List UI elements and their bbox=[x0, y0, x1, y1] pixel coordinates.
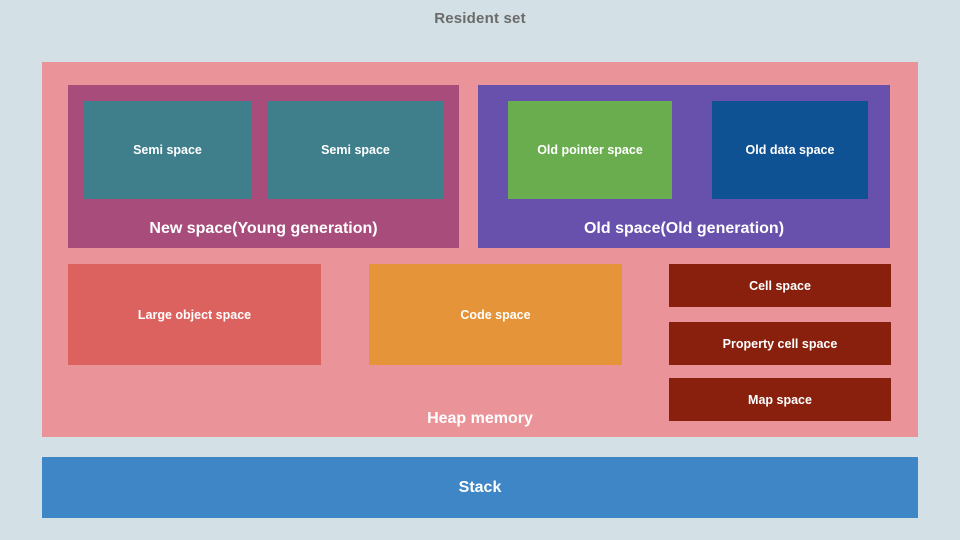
cell-space-box: Cell space bbox=[669, 264, 891, 307]
code-space-box: Code space bbox=[369, 264, 622, 365]
property-cell-space-box: Property cell space bbox=[669, 322, 891, 365]
page-title: Resident set bbox=[434, 10, 526, 27]
new-space-label: New space(Young generation) bbox=[149, 220, 378, 237]
heap-memory-label: Heap memory bbox=[427, 410, 533, 427]
large-object-space-box: Large object space bbox=[68, 264, 321, 365]
old-pointer-space-box: Old pointer space bbox=[508, 101, 672, 199]
semi-space-box-a: Semi space bbox=[84, 101, 251, 199]
map-space-box: Map space bbox=[669, 378, 891, 421]
old-space-panel: Old pointer space Old data space Old spa… bbox=[478, 85, 890, 248]
old-data-space-box: Old data space bbox=[712, 101, 868, 199]
new-space-panel: Semi space Semi space New space(Young ge… bbox=[68, 85, 459, 248]
old-space-label: Old space(Old generation) bbox=[583, 220, 785, 237]
heap-memory-container: Semi space Semi space New space(Young ge… bbox=[42, 62, 918, 437]
stack-bar: Stack bbox=[42, 457, 918, 518]
semi-space-box-b: Semi space bbox=[267, 101, 444, 199]
